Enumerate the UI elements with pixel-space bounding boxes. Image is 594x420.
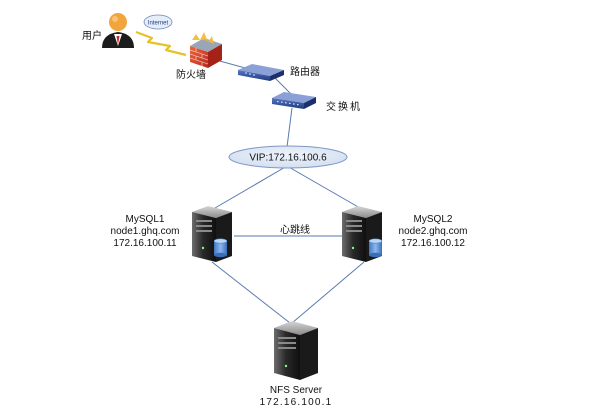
heartbeat-label: 心跳线	[280, 225, 310, 236]
mysql1-name: MySQL1	[125, 214, 165, 225]
switch-icon	[272, 92, 316, 109]
edge-router-switch	[274, 77, 293, 96]
vip-label: VIP:172.16.100.6	[249, 153, 327, 164]
nfs-ip: 172.16.100.1	[259, 397, 333, 408]
nfs-server-icon	[274, 321, 318, 380]
mysql1-ip: 172.16.100.11	[113, 238, 177, 249]
mysql1-server-icon	[192, 206, 232, 262]
firewall-label: 防火墙	[176, 70, 206, 81]
router-icon	[238, 64, 284, 81]
edge-switch-vip	[286, 107, 293, 148]
connection-lines	[211, 59, 365, 324]
firewall-icon	[189, 32, 222, 68]
user-icon	[102, 13, 134, 48]
edge-mysql2-nfs	[291, 261, 365, 324]
router-label: 路由器	[290, 67, 320, 78]
mysql2-database-icon	[368, 238, 383, 258]
user-label: 用户	[82, 31, 102, 42]
switch-label: 交换机	[326, 102, 362, 113]
mysql1-host: node1.ghq.com	[110, 226, 180, 237]
edge-mysql1-nfs	[211, 261, 291, 324]
mysql2-host: node2.ghq.com	[398, 226, 468, 237]
wireless-link-icon	[135, 30, 187, 57]
mysql2-name: MySQL2	[413, 214, 453, 225]
edge-vip-mysql1	[214, 165, 288, 209]
mysql1-database-icon	[213, 238, 228, 258]
internet-bubble-label: Internet	[148, 21, 169, 27]
edge-vip-mysql2	[286, 165, 361, 209]
vip-node: VIP:172.16.100.6	[228, 145, 348, 169]
nfs-name: NFS Server	[269, 385, 323, 396]
internet-bubble-icon: Internet	[143, 14, 173, 30]
mysql2-ip: 172.16.100.12	[401, 238, 465, 249]
